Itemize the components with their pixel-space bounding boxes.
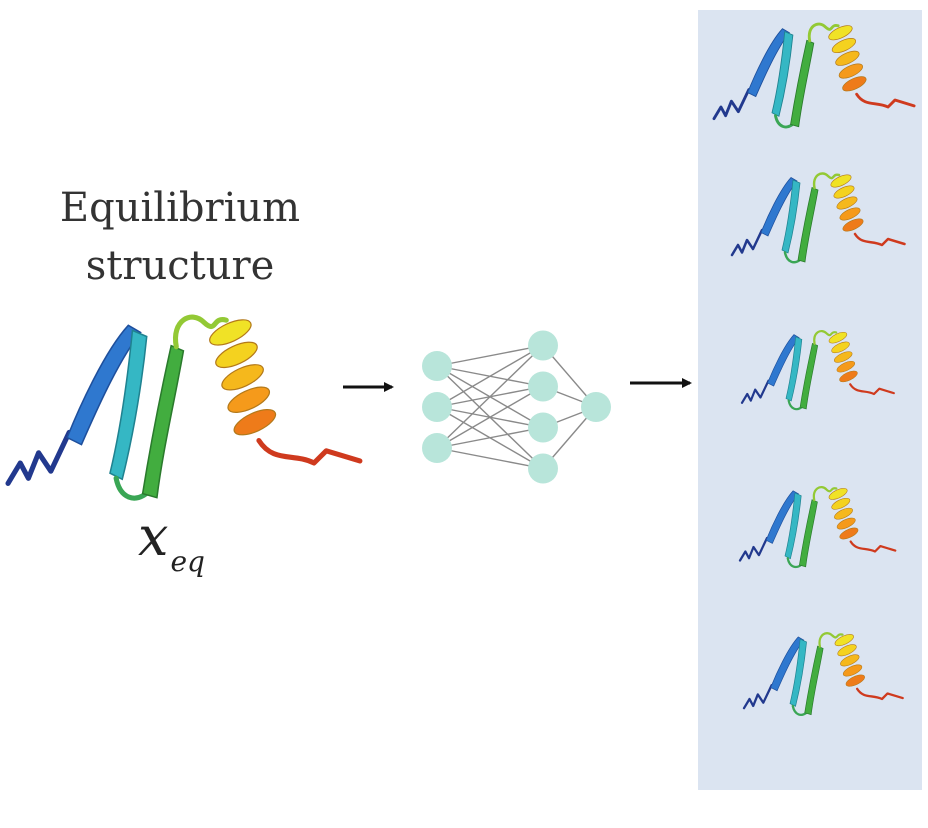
helix xyxy=(834,634,865,687)
equilibrium-ribbon xyxy=(5,314,363,501)
equilibrium-variable: xeq xyxy=(138,505,205,578)
helix xyxy=(828,25,867,92)
network-nodes xyxy=(422,330,611,484)
title-line-2: structure xyxy=(85,243,275,289)
ensemble-panel xyxy=(698,10,922,790)
generated-structure-2 xyxy=(730,172,906,264)
network-edge xyxy=(436,385,544,449)
generated-structures xyxy=(712,22,916,716)
network-node-l3-1 xyxy=(581,392,611,422)
generated-structure-1 xyxy=(712,22,916,129)
variable-symbol: x xyxy=(138,505,169,568)
network-node-l2-2 xyxy=(528,371,558,402)
network-node-l1-3 xyxy=(422,433,452,463)
network-edge xyxy=(436,426,544,449)
network-node-l1-2 xyxy=(422,392,452,422)
generated-structure-3 xyxy=(740,329,895,411)
network-edge xyxy=(436,344,544,408)
variable-subscript: eq xyxy=(170,545,205,578)
helix xyxy=(830,174,864,232)
network-node-l2-3 xyxy=(528,412,558,443)
generated-structure-4 xyxy=(738,486,897,569)
network-node-l1-1 xyxy=(422,351,452,381)
network-node-l2-4 xyxy=(528,453,558,484)
network-edge xyxy=(436,344,544,367)
network-node-l2-1 xyxy=(528,330,558,361)
network-edge xyxy=(436,447,544,470)
network-edges xyxy=(436,344,597,470)
helix xyxy=(828,331,858,383)
equilibrium-protein-ribbon xyxy=(5,314,363,501)
helix xyxy=(209,319,277,436)
neural-network xyxy=(422,330,611,484)
helix xyxy=(828,488,859,540)
generated-structure-5 xyxy=(742,632,904,716)
network-edge xyxy=(436,344,544,449)
title-line-1: Equilibrium xyxy=(59,185,301,231)
